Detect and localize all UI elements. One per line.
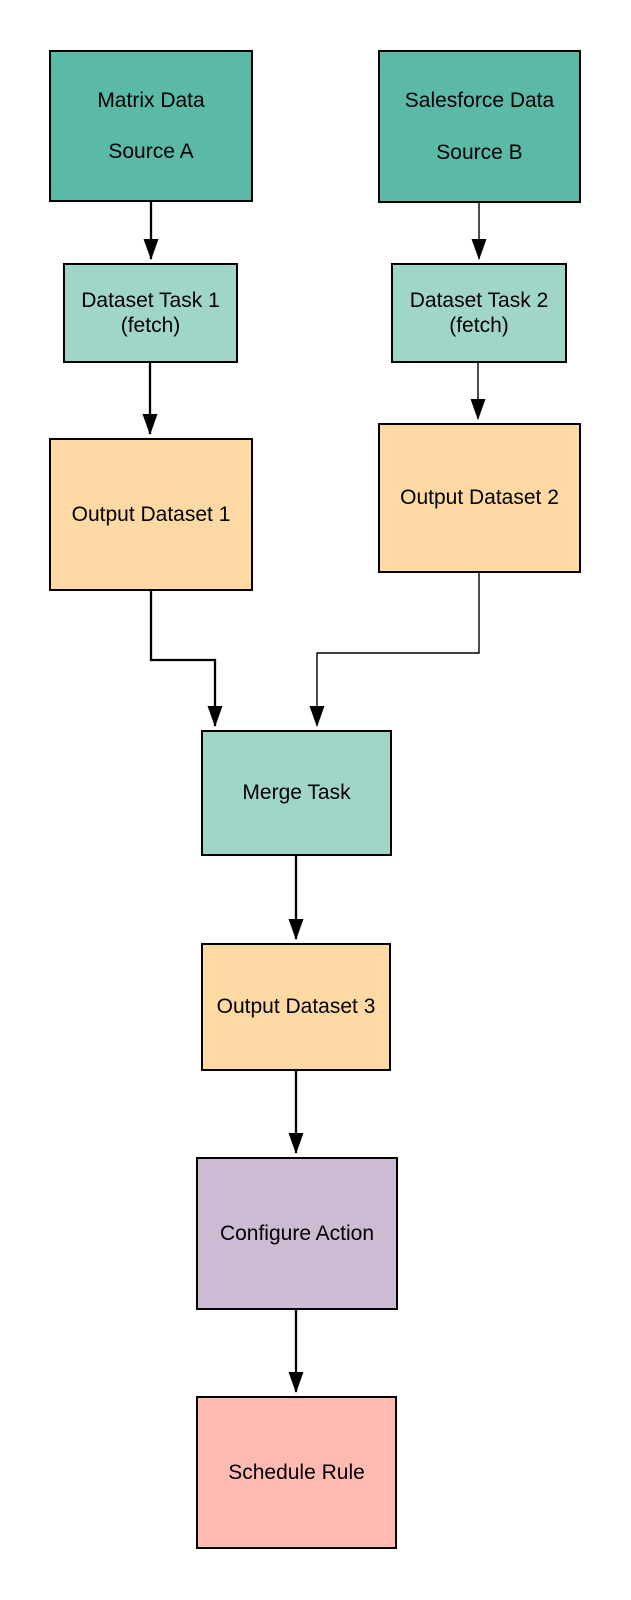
node-label-line: Schedule Rule <box>228 1460 365 1484</box>
node-label-line: Matrix Data <box>97 88 205 112</box>
node-label-line: Output Dataset 2 <box>400 486 559 510</box>
node-label-line: Source A <box>108 140 194 163</box>
node-label-line: (fetch) <box>120 314 181 337</box>
edge-output2-to-merge <box>309 573 480 727</box>
node-dataset-task-2: Dataset Task 2 (fetch) <box>391 263 567 363</box>
node-label-line: Output Dataset 3 <box>216 995 376 1019</box>
node-label-line: Configure Action <box>219 1221 375 1245</box>
node-label-line: Dataset Task 2 <box>409 288 549 312</box>
node-label-line: Dataset Task 1 <box>81 288 220 312</box>
node-schedule-rule: Schedule Rule <box>196 1396 397 1549</box>
node-output-dataset-1: Output Dataset 1 <box>49 438 253 591</box>
node-label-line: Merge Task <box>242 781 351 805</box>
node-merge-task: Merge Task <box>201 730 392 856</box>
node-label-line: Source B <box>436 140 523 164</box>
node-output-dataset-3: Output Dataset 3 <box>201 943 391 1071</box>
edge-output1-to-merge <box>149 591 223 727</box>
node-label-line: Output Dataset 1 <box>71 502 231 526</box>
node-salesforce-data-source-b: Salesforce Data Source B <box>378 50 581 203</box>
node-label-line: Salesforce Data <box>404 89 555 113</box>
node-label-line: (fetch) <box>449 314 509 337</box>
node-dataset-task-1: Dataset Task 1 (fetch) <box>63 263 238 363</box>
node-matrix-data-source-a: Matrix Data Source A <box>49 50 253 202</box>
node-output-dataset-2: Output Dataset 2 <box>378 423 581 573</box>
node-configure-action: Configure Action <box>196 1157 398 1310</box>
